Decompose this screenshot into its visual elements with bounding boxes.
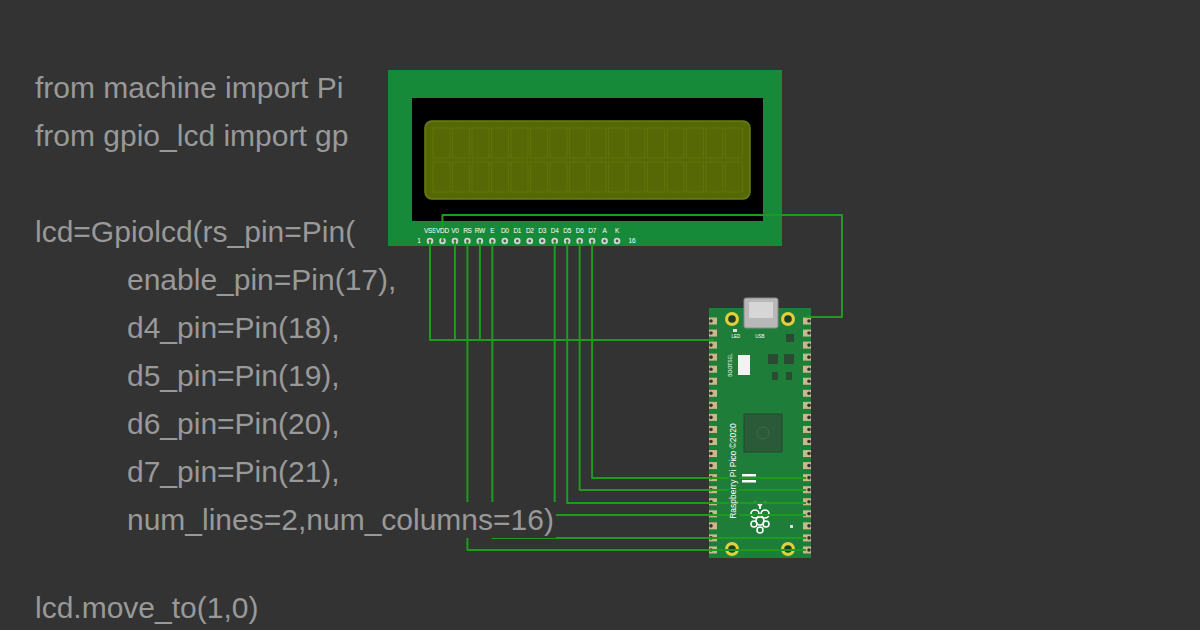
- code-line: lcd.move_to(1,0): [33, 590, 260, 626]
- pico-pads: [709, 318, 811, 554]
- pin-number: 1: [417, 237, 421, 244]
- pin-label: RS: [463, 227, 471, 234]
- pin-label: K: [615, 227, 619, 234]
- rp2040-chip: [744, 414, 782, 452]
- code-line: lcd=Gpiolcd(rs_pin=Pin(: [33, 214, 357, 250]
- pin-label: D6: [576, 227, 584, 234]
- code-line: d5_pin=Pin(19),: [125, 358, 342, 394]
- bootsel-button: [738, 355, 750, 375]
- board-label: LED: [732, 334, 741, 339]
- code-line: from gpio_lcd import gp: [33, 118, 350, 154]
- wire: [455, 241, 714, 340]
- board-label: USB: [755, 334, 764, 339]
- wire: [480, 241, 714, 340]
- code-line: from machine import Pi: [33, 70, 345, 106]
- code-line: num_lines=2,num_columns=16): [125, 502, 556, 538]
- code-line: d7_pin=Pin(21),: [125, 454, 342, 490]
- code-line: d6_pin=Pin(20),: [125, 406, 342, 442]
- wire: [492, 241, 806, 538]
- board-name: Raspberry Pi Pico ©2020: [729, 423, 739, 519]
- pin-label: V0: [451, 227, 458, 234]
- usb-port: [749, 302, 773, 318]
- pico-board: [709, 308, 811, 558]
- pin-label: A: [603, 227, 607, 234]
- pin-label: VSS: [424, 227, 436, 234]
- wire: [567, 241, 806, 503]
- raspberry-logo: [751, 503, 769, 533]
- pin-label: D3: [538, 227, 546, 234]
- pin-label: D4: [551, 227, 559, 234]
- pin-label: D2: [526, 227, 534, 234]
- lcd-glass: [425, 121, 750, 199]
- chip-logo: [757, 427, 769, 439]
- lcd-bezel: [412, 98, 763, 221]
- pin-label: RW: [475, 227, 485, 234]
- pin-label: VDD: [436, 227, 449, 234]
- lcd-pcb: [388, 70, 782, 246]
- wire: [592, 241, 806, 478]
- wire: [442, 215, 842, 317]
- wire: [430, 241, 714, 340]
- pin-label: E: [490, 227, 494, 234]
- pin-label: D5: [563, 227, 571, 234]
- pin-label: D0: [501, 227, 509, 234]
- pin-number: 16: [628, 237, 635, 244]
- pin-label: D7: [588, 227, 596, 234]
- code-line: enable_pin=Pin(17),: [125, 262, 398, 298]
- pico-board: LED USB BOOTSEL Raspberry Pi Pico ©2020: [709, 308, 811, 558]
- wire: [555, 241, 806, 515]
- code-line: d4_pin=Pin(18),: [125, 310, 342, 346]
- pin-label: D1: [513, 227, 521, 234]
- board-label: BOOTSEL: [728, 353, 734, 377]
- usb-connector: [744, 298, 778, 328]
- lcd-module: VSSVDDV0 RS RW E D0 D1 D2 D3 D4 D5 D6 D7 A K 1 16: [388, 70, 782, 246]
- mounting-holes: [725, 312, 795, 556]
- wire: [580, 241, 806, 490]
- led: [733, 329, 737, 332]
- lcd-cells: [433, 128, 743, 192]
